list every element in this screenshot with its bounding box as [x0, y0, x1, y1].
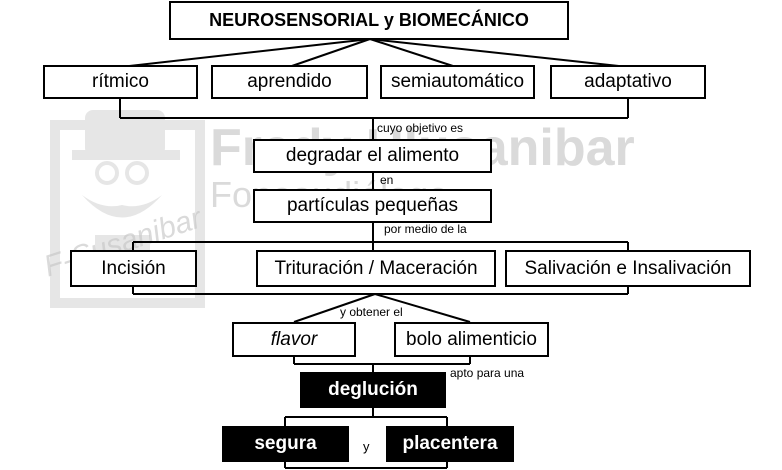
quality-segura: segura: [222, 426, 349, 462]
quality-placentera: placentera: [386, 426, 514, 462]
and-connector: y: [363, 439, 370, 454]
product-flavor: flavor: [232, 322, 356, 357]
objective-node: degradar el alimento: [253, 139, 492, 173]
characteristic-ritmico: rítmico: [43, 65, 198, 99]
product-bolo: bolo alimenticio: [394, 322, 549, 357]
apt-connector: apto para una: [450, 366, 525, 380]
obtain-connector: y obtener el: [340, 305, 403, 319]
characteristic-aprendido: aprendido: [211, 65, 368, 99]
process-trituracion: Trituración / Maceración: [256, 250, 496, 287]
process-incision: Incisión: [70, 250, 197, 287]
particles-node: partículas pequeñas: [253, 189, 492, 223]
characteristic-adaptativo: adaptativo: [550, 65, 706, 99]
characteristic-semiautomatico: semiautomático: [380, 65, 535, 99]
objective-connector: cuyo objetivo es: [377, 121, 464, 135]
en-connector: en: [380, 173, 394, 187]
title-node: NEUROSENSORIAL y BIOMECÁNICO: [169, 1, 569, 40]
process-salivacion: Salivación e Insalivación: [505, 250, 751, 287]
means-connector: por medio de la: [384, 222, 467, 236]
swallow-node: deglución: [300, 372, 446, 408]
